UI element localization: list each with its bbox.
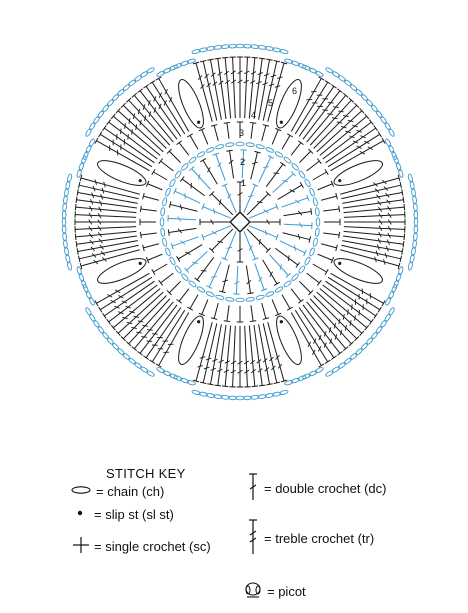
round-labels: 1 2 3 4 5 6 <box>239 86 297 188</box>
slip-stitch <box>338 261 342 265</box>
round-label-6: 6 <box>292 86 297 96</box>
slip-stitch <box>279 320 283 324</box>
round-label-5: 5 <box>268 98 273 108</box>
key-label-single-crochet: = single crochet (sc) <box>94 539 211 554</box>
petal-leaf <box>333 258 383 284</box>
slip-stitch <box>279 120 283 124</box>
round-label-1: 1 <box>241 178 246 188</box>
chain-icon <box>70 484 92 499</box>
key-item-double-crochet: = double crochet (dc) <box>246 472 386 505</box>
petal-leaf <box>276 79 302 129</box>
key-label-chain: = chain (ch) <box>96 484 165 499</box>
key-item-treble-crochet: = treble crochet (tr) <box>246 518 374 559</box>
slip-stitch <box>138 261 142 265</box>
round-label-2: 2 <box>240 157 245 167</box>
slip-stitch <box>138 179 142 183</box>
petal-leaf <box>276 315 302 365</box>
key-label-picot: = picot <box>267 584 306 599</box>
treble-crochet-icon <box>246 518 260 559</box>
petal-leaf <box>97 160 147 186</box>
petal-leaf <box>97 258 147 284</box>
slip-stitch-icon <box>76 507 84 522</box>
slip-stitch <box>197 120 201 124</box>
petal-leaf <box>178 315 204 365</box>
stitch-key-title: STITCH KEY <box>106 466 186 481</box>
picot-icon <box>243 580 263 603</box>
petal-leaf <box>333 160 383 186</box>
key-item-chain: = chain (ch) <box>70 484 164 499</box>
single-crochet-icon <box>72 536 90 557</box>
center-ring <box>229 211 251 233</box>
key-label-treble-crochet: = treble crochet (tr) <box>264 531 375 546</box>
key-label-slip-stitch: = slip st (sl st) <box>94 507 174 522</box>
slip-stitch <box>338 179 342 183</box>
chart-drawing <box>61 43 419 401</box>
crochet-chart: 1 2 3 4 5 6 <box>61 43 419 401</box>
key-item-slip-stitch: = slip st (sl st) <box>76 507 174 522</box>
slip-stitch <box>197 320 201 324</box>
double-crochet-icon <box>246 472 260 505</box>
key-label-double-crochet: = double crochet (dc) <box>264 481 387 496</box>
round-label-3: 3 <box>239 128 244 138</box>
key-item-single-crochet: = single crochet (sc) <box>72 536 211 557</box>
round-label-4: 4 <box>251 110 256 120</box>
petal-leaf <box>178 79 204 129</box>
key-item-picot: = picot <box>243 580 306 603</box>
